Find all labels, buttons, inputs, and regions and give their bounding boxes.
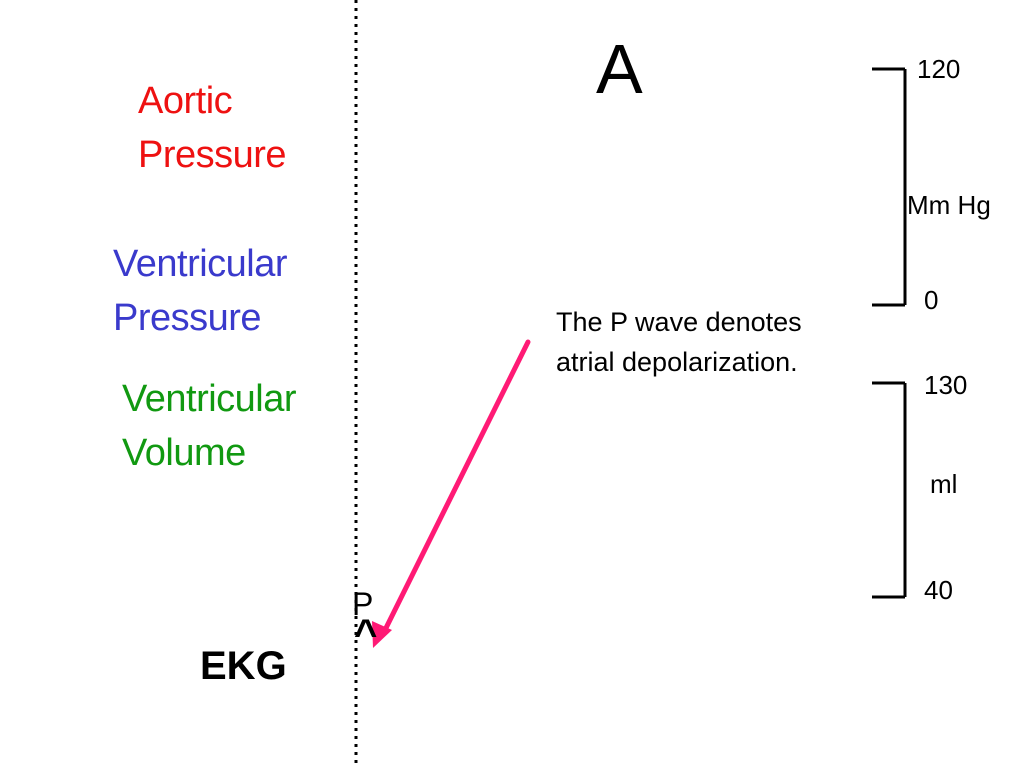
ventricular-volume-label-line: Volume (122, 432, 246, 474)
annotation-line: The P wave denotes (556, 307, 802, 337)
volume-scale-unit: ml (930, 469, 958, 499)
annotation-line: atrial depolarization. (556, 347, 798, 377)
pressure-scale-min: 0 (924, 285, 939, 315)
pressure-scale-max: 120 (917, 54, 961, 84)
annotation-arrow (372, 339, 531, 648)
ventricular-volume-label: Ventricular Volume (122, 378, 297, 488)
volume-scale-max: 130 (924, 370, 968, 400)
p-wave-caret: ^ (354, 612, 378, 656)
panel-letter: A (596, 30, 643, 108)
p-wave-label: P ^ (352, 586, 378, 660)
p-wave-annotation: The P wave denotes atrial depolarization… (556, 302, 802, 382)
p-wave-letter: P (352, 586, 374, 622)
pressure-scale-bracket (872, 67, 907, 307)
pressure-scale-unit: Mm Hg (907, 190, 991, 220)
ekg-label: EKG (200, 644, 287, 688)
ventricular-volume-label-line: Ventricular (122, 378, 297, 420)
ventricular-pressure-label: Ventricular Pressure (113, 243, 288, 353)
volume-scale-min: 40 (924, 575, 953, 605)
aortic-pressure-label-line: Pressure (138, 134, 287, 176)
ventricular-pressure-label-line: Pressure (113, 297, 262, 339)
volume-scale-bracket (872, 381, 907, 599)
aortic-pressure-label-line: Aortic (138, 80, 233, 122)
ventricular-pressure-label-line: Ventricular (113, 243, 288, 285)
aortic-pressure-label: Aortic Pressure (138, 80, 287, 190)
